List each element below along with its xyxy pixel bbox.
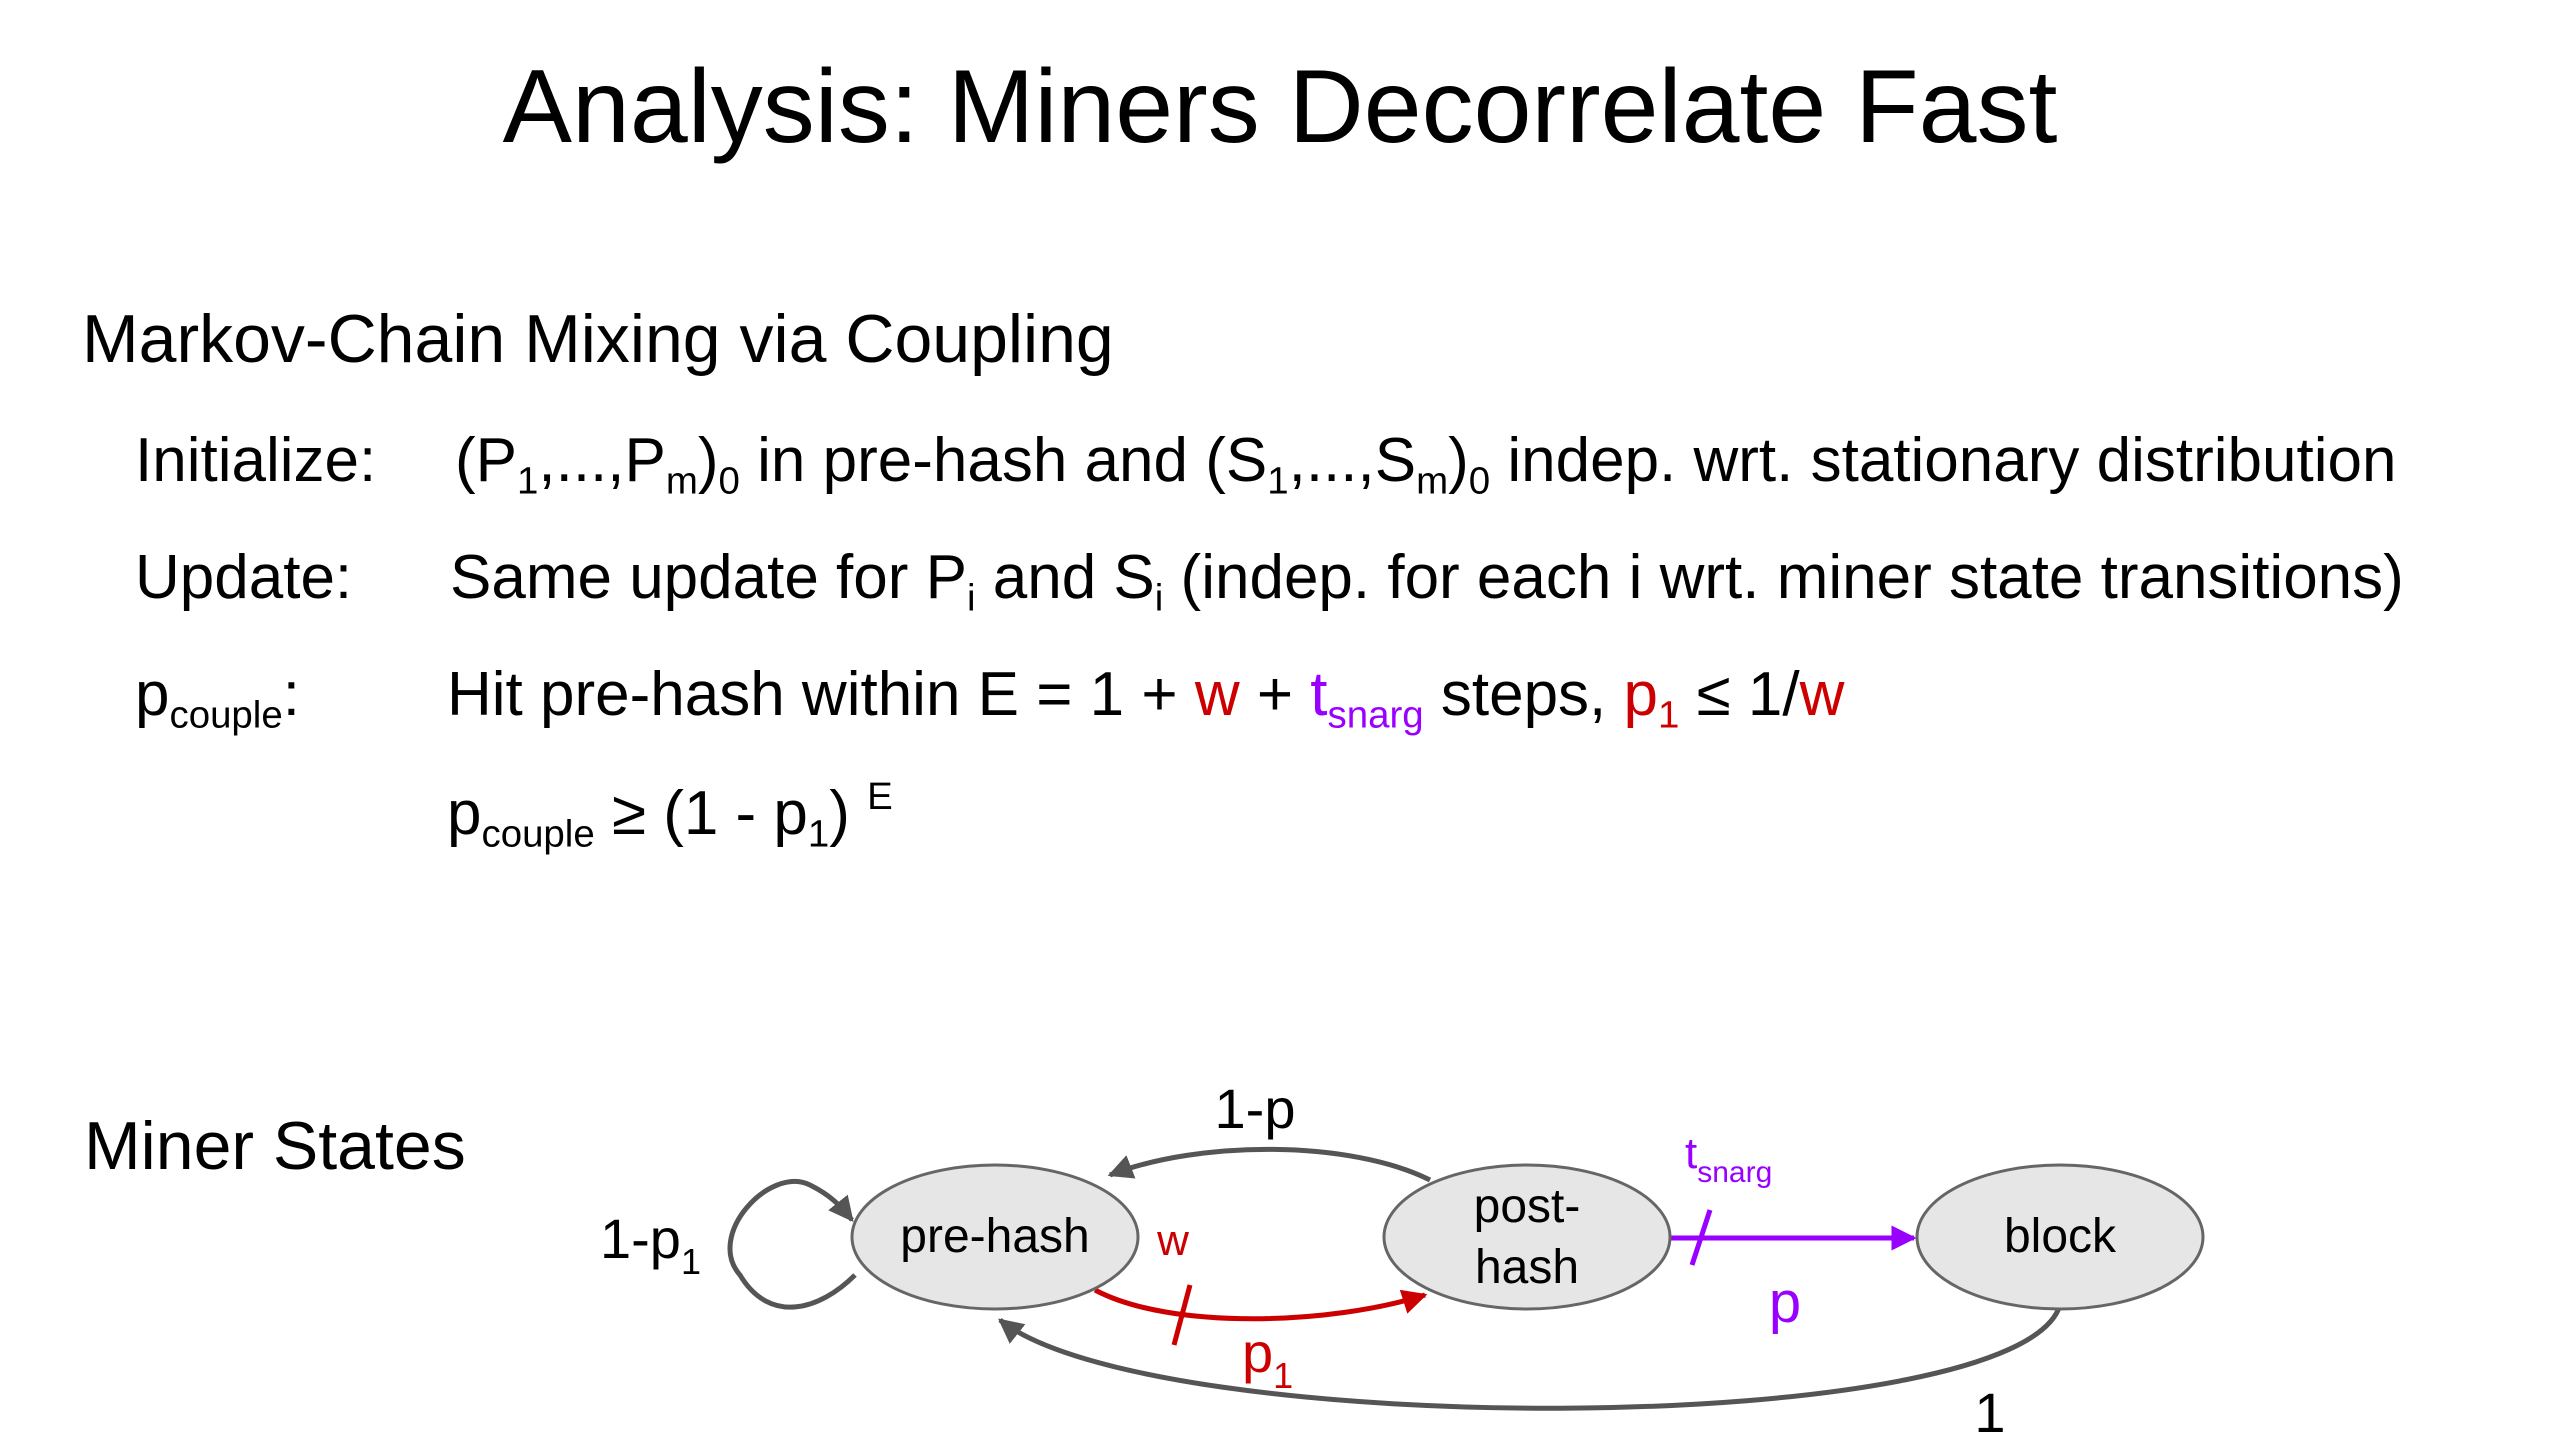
slide-title: Analysis: Miners Decorrelate Fast — [502, 49, 2058, 165]
section-heading-miner-states: Miner States — [84, 1108, 466, 1184]
top-arc-arrow — [1107, 1146, 1432, 1183]
bottom-arc-arrow — [998, 1304, 2063, 1411]
red-p1-label: p1 — [1242, 1321, 1293, 1396]
purple-tsnarg-label: tsnarg — [1685, 1129, 1772, 1189]
top-arc-label: 1-p — [1215, 1077, 1296, 1140]
initialize-text: (P1,...,Pm)0 in pre-hash and (S1,...,Sm)… — [455, 426, 2397, 503]
node-prehash-label: pre-hash — [900, 1210, 1089, 1263]
bottom-arc-label: 1 — [1974, 1381, 2005, 1440]
update-label: Update: — [135, 543, 353, 612]
self-loop-label: 1-p1 — [600, 1207, 701, 1282]
node-block — [1915, 1163, 2205, 1311]
red-w-label: w — [1156, 1216, 1189, 1265]
red-arc-arrow — [1093, 1287, 1428, 1322]
purple-p-label: p — [1769, 1270, 1801, 1335]
node-block-label: block — [2004, 1210, 2117, 1263]
self-loop-arrow — [727, 1179, 857, 1310]
update-text: Same update for Pi and Si (indep. for ea… — [450, 543, 2404, 620]
purple-tick — [1689, 1209, 1713, 1266]
pcouple-bound: pcouple ≥ (1 - p1) E — [447, 775, 893, 856]
node-posthash — [1382, 1163, 1672, 1311]
node-prehash — [850, 1163, 1140, 1311]
section-heading-coupling: Markov-Chain Mixing via Coupling — [82, 301, 1114, 377]
pcouple-text: Hit pre-hash within E = 1 + w + tsnarg s… — [447, 660, 1845, 737]
red-tick — [1171, 1284, 1193, 1346]
node-posthash-label-1: post- — [1474, 1180, 1581, 1233]
pcouple-label: pcouple: — [135, 660, 300, 737]
initialize-label: Initialize: — [135, 426, 377, 495]
node-posthash-label-2: hash — [1475, 1241, 1579, 1294]
